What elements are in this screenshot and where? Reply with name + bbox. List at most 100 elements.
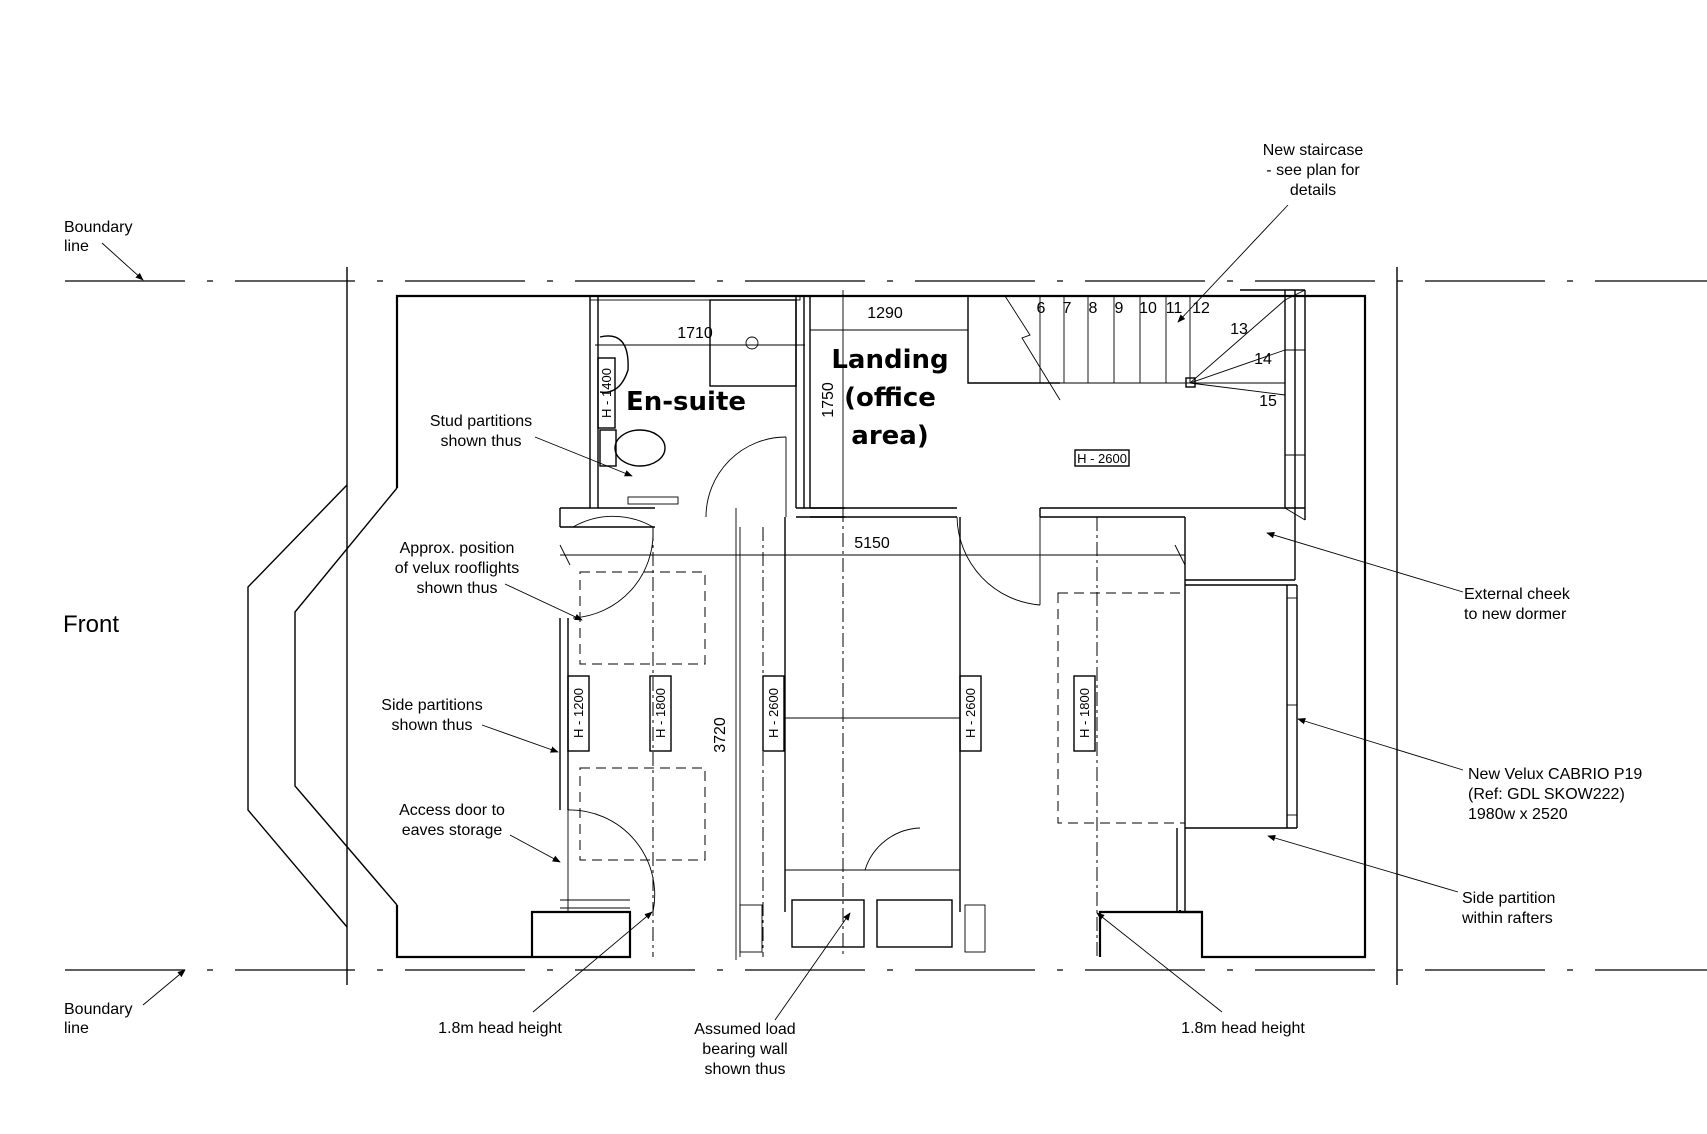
svg-text:New staircase: New staircase: [1263, 142, 1364, 159]
svg-text:area): area): [851, 421, 928, 451]
svg-text:New Velux CABRIO P19: New Velux CABRIO P19: [1468, 766, 1642, 783]
boundary-lines: [65, 267, 1707, 985]
svg-text:11: 11: [1166, 300, 1183, 317]
svg-text:bearing wall: bearing wall: [702, 1041, 787, 1058]
new-velux-label: New Velux CABRIO P19 (Ref: GDL SKOW222) …: [1468, 766, 1642, 823]
head-height-right-label: 1.8m head height: [1181, 1020, 1305, 1037]
svg-text:H - 1200: H - 1200: [571, 688, 586, 738]
side-partition-rafters-label: Side partition within rafters: [1461, 890, 1555, 927]
svg-text:eaves storage: eaves storage: [402, 822, 503, 839]
svg-text:(Ref: GDL SKOW222): (Ref: GDL SKOW222): [1468, 786, 1625, 803]
svg-text:8: 8: [1089, 300, 1098, 317]
svg-text:Side partitions: Side partitions: [381, 697, 482, 714]
radiator: [627, 496, 679, 505]
side-partitions-label: Side partitions shown thus: [381, 697, 482, 734]
svg-text:Assumed load: Assumed load: [694, 1021, 795, 1038]
svg-text:of velux rooflights: of velux rooflights: [395, 560, 520, 577]
svg-text:12: 12: [1192, 300, 1210, 317]
svg-text:H - 2600: H - 2600: [766, 688, 781, 738]
svg-text:- see plan for: - see plan for: [1266, 162, 1360, 179]
new-staircase-label: New staircase - see plan for details: [1263, 142, 1364, 199]
door-swing-upper: [572, 529, 654, 619]
dimension-lines: [559, 290, 1186, 960]
newel-post: [1185, 377, 1196, 388]
ensuite-walls: [559, 295, 845, 528]
svg-text:to new dormer: to new dormer: [1464, 606, 1567, 623]
ensuite-room-label: En-suite: [626, 387, 746, 417]
svg-text:14: 14: [1254, 351, 1272, 368]
leader-arrows: [101, 204, 1464, 1021]
svg-text:H - 2600: H - 2600: [963, 688, 978, 738]
eaves-door-swing: [567, 809, 656, 913]
height-tag-2600-left: H - 2600: [762, 675, 785, 752]
svg-text:10: 10: [1139, 300, 1157, 317]
landing-walls: [809, 289, 1306, 606]
svg-text:External cheek: External cheek: [1464, 586, 1571, 603]
svg-text:Boundary: Boundary: [64, 219, 133, 236]
stud-partitions-label: Stud partitions shown thus: [430, 413, 532, 450]
svg-text:details: details: [1290, 182, 1336, 199]
boundary-label-bottom: Boundary line: [64, 1001, 133, 1037]
dimension-5150: 5150: [854, 535, 890, 552]
velux-right-dormer: [1057, 592, 1186, 824]
svg-text:line: line: [64, 1020, 89, 1037]
svg-text:Stud partitions: Stud partitions: [430, 413, 532, 430]
svg-text:1980w x 2520: 1980w x 2520: [1468, 806, 1568, 823]
access-door-label: Access door to eaves storage: [399, 802, 505, 839]
side-partitions: [559, 515, 656, 913]
svg-text:13: 13: [1230, 321, 1248, 338]
dimension-1290: 1290: [867, 305, 903, 322]
front-label: Front: [63, 611, 119, 638]
head-height-left-label: 1.8m head height: [438, 1020, 562, 1037]
svg-text:Side partition: Side partition: [1462, 890, 1555, 907]
dimension-1750: 1750: [820, 382, 837, 418]
shower-drain: [745, 336, 759, 350]
svg-text:Approx. position: Approx. position: [400, 540, 515, 557]
svg-text:15: 15: [1259, 393, 1277, 410]
dormer: [1057, 580, 1298, 912]
svg-text:6: 6: [1037, 300, 1046, 317]
svg-text:H - 1800: H - 1800: [653, 688, 668, 738]
dimension-1710: 1710: [677, 325, 713, 342]
svg-text:shown thus: shown thus: [705, 1061, 786, 1078]
svg-text:within rafters: within rafters: [1461, 910, 1553, 927]
stair-step-numbers: 6 7 8 9 10 11 12 13 14 15: [1037, 300, 1277, 410]
toilet: [614, 429, 666, 467]
bay-outline: [247, 484, 398, 928]
external-cheek-label: External cheek to new dormer: [1464, 586, 1571, 623]
height-tag-ensuite: H - 1400: [597, 357, 616, 429]
load-bearing-block-2: [876, 899, 953, 948]
svg-text:Boundary: Boundary: [64, 1001, 133, 1018]
svg-text:Access door to: Access door to: [399, 802, 505, 819]
height-tag-1800-left: H - 1800: [649, 675, 672, 752]
outer-wall: [395, 294, 1367, 959]
load-bearing-label: Assumed load bearing wall shown thus: [694, 1021, 795, 1078]
ensuite-door-swing: [705, 436, 787, 518]
landing-door-swing: [956, 516, 1041, 606]
velux-left: [579, 571, 706, 861]
load-bearing-block-1: [791, 899, 865, 948]
height-tag-landing: H - 2600: [1074, 449, 1130, 467]
svg-text:Landing: Landing: [831, 345, 948, 375]
landing-room-label: Landing (office area): [831, 345, 948, 451]
svg-text:H - 1800: H - 1800: [1077, 688, 1092, 738]
svg-text:H - 1400: H - 1400: [599, 368, 614, 418]
svg-text:shown thus: shown thus: [441, 433, 522, 450]
svg-text:(office: (office: [844, 383, 936, 413]
velux-rooflights-label: Approx. position of velux rooflights sho…: [395, 540, 520, 597]
stair-outline: [967, 296, 1060, 384]
head-height-lines: [652, 508, 1098, 957]
dimension-3720: 3720: [712, 717, 729, 753]
height-tag-1200: H - 1200: [567, 675, 590, 752]
height-tag-2600-right: H - 2600: [959, 675, 982, 752]
boundary-label-top: Boundary line: [64, 219, 133, 255]
svg-text:shown thus: shown thus: [392, 717, 473, 734]
svg-text:line: line: [64, 238, 89, 255]
svg-text:shown thus: shown thus: [417, 580, 498, 597]
svg-text:7: 7: [1063, 300, 1072, 317]
height-tag-1800-right: H - 1800: [1073, 675, 1096, 752]
stair-break-line: [1004, 295, 1061, 401]
svg-text:9: 9: [1115, 300, 1124, 317]
shower-tray: [709, 299, 797, 387]
